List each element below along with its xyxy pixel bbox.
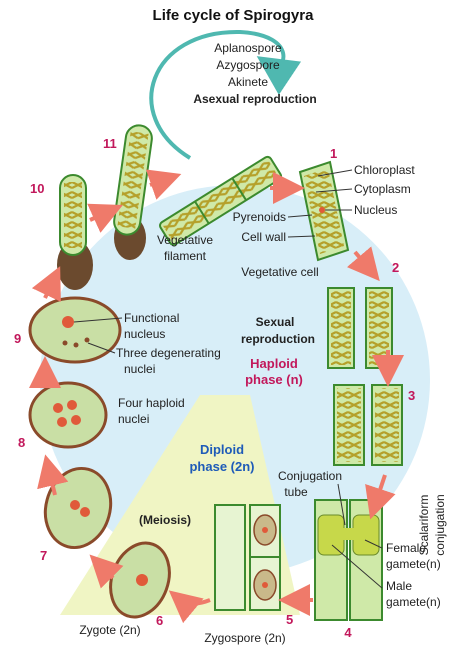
conjugation-stage-4: [314, 499, 383, 621]
cytoplasm-label: Cytoplasm: [354, 182, 411, 196]
female-gamete-pointer: [364, 539, 383, 549]
female-gamete-label-2: gamete(n): [386, 557, 441, 571]
diploid-label-1: Diploid: [200, 442, 244, 457]
vegetative-filament-label-2: filament: [164, 249, 207, 263]
four-haploid-nuclei-stage-8: [28, 381, 108, 449]
diagram-title: Life cycle of Spirogyra: [153, 7, 315, 24]
arrow-6-to-7: [89, 554, 124, 589]
functional-nucleus-label-2: nucleus: [124, 327, 165, 341]
male-gamete-label-1: Male: [386, 579, 412, 593]
asexual-cycle-arrow: [149, 29, 302, 160]
chloroplast-label: Chloroplast: [354, 163, 415, 177]
arrow-11-to-filament: [145, 169, 182, 200]
stage-number-4: 4: [344, 625, 352, 640]
degenerating-nuclei-pointer: [87, 342, 116, 354]
stage-number-8: 8: [18, 435, 25, 450]
aplanospore-label: Aplanospore: [214, 41, 282, 55]
conjugation-tube-pointer: [337, 483, 346, 526]
degenerating-nuclei-label-2: nuclei: [124, 362, 155, 376]
sexual-label-1: Sexual: [256, 315, 295, 329]
stage-number-1: 1: [330, 146, 337, 161]
stage-number-3: 3: [408, 388, 415, 403]
germinating-zygospore-stage-10: [57, 174, 93, 290]
vegetative-cell-stage-1: [298, 160, 350, 262]
arrow-7-to-8: [37, 454, 69, 496]
stage-number-10: 10: [30, 181, 44, 196]
haploid-label-2: phase (n): [245, 372, 303, 387]
stage-number-9: 9: [14, 331, 21, 346]
asexual-reproduction-heading: Asexual reproduction: [193, 92, 316, 106]
functional-nucleus-label-1: Functional: [124, 311, 179, 325]
zygospore-label: Zygospore (2n): [204, 631, 285, 645]
arrow-5-to-6: [168, 590, 211, 624]
degenerating-nuclei-label-1: Three degenerating: [116, 346, 221, 360]
cell-wall-pointer: [287, 235, 316, 238]
akinete-label: Akinete: [228, 75, 268, 89]
functional-nucleus-stage-9: [28, 296, 122, 364]
zygospore-filament-stage-5: [214, 504, 281, 611]
nucleus-label: Nucleus: [354, 203, 397, 217]
male-gamete-pointer: [331, 544, 383, 589]
pyrenoids-pointer: [287, 214, 313, 218]
stage-number-6: 6: [156, 613, 163, 628]
zygote-label: Zygote (2n): [79, 623, 140, 637]
vegetative-cell-label: Vegetative cell: [241, 265, 318, 279]
arrow-10-to-11: [87, 203, 123, 233]
meiosis-label: (Meiosis): [139, 513, 191, 527]
filaments-paired-stage-3: [333, 384, 403, 466]
chloroplast-pointer: [317, 169, 353, 177]
scalariform-label-1: Scalariform: [417, 495, 431, 556]
cycle-arrows: [29, 169, 404, 624]
vegetative-filament: [159, 155, 283, 246]
stage-number-7: 7: [40, 548, 47, 563]
arrow-9-to-10: [31, 266, 61, 302]
filaments-aligning-stage-2: [327, 287, 393, 369]
four-haploid-label-2: nuclei: [118, 412, 149, 426]
vegetative-filament-label-1: Vegetative: [157, 233, 213, 247]
cycle-background: [40, 185, 430, 575]
azygospore-label: Azygospore: [216, 58, 280, 72]
diploid-label-2: phase (2n): [189, 459, 254, 474]
conjugation-tube-label-1: Conjugation: [278, 469, 342, 483]
cell-wall-label: Cell wall: [241, 230, 286, 244]
stage-number-11: 11: [103, 136, 117, 151]
cytoplasm-pointer: [315, 188, 353, 193]
four-haploid-label-1: Four haploid: [118, 396, 185, 410]
stage-number-5: 5: [286, 612, 293, 627]
female-gamete-label-1: Female: [386, 541, 426, 555]
conjugation-tube-label-2: tube: [284, 485, 308, 499]
arrow-1-to-2: [346, 246, 380, 282]
arrow-3-to-4: [365, 474, 396, 520]
pyrenoids-label: Pyrenoids: [233, 210, 286, 224]
scalariform-label-2: conjugation: [433, 494, 447, 555]
functional-nucleus-pointer: [73, 317, 123, 323]
stage-number-2: 2: [392, 260, 399, 275]
sexual-label-2: reproduction: [241, 332, 315, 346]
male-gamete-label-2: gamete(n): [386, 595, 441, 609]
haploid-label-1: Haploid: [250, 356, 298, 371]
